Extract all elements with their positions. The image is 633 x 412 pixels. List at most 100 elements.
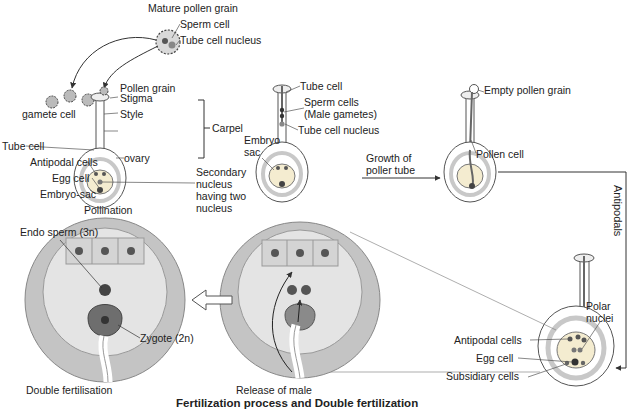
pollen-tube — [294, 325, 300, 378]
polar-nucleus — [572, 348, 577, 353]
part-label: Embryo-sac — [40, 188, 96, 200]
part-label: ovary — [124, 152, 150, 164]
polar-nucleus — [578, 348, 583, 353]
antipodal — [568, 337, 573, 342]
egg-apparatus — [285, 304, 315, 330]
empty-pollen-grain — [470, 85, 479, 94]
leader-line — [118, 325, 140, 338]
release-arrow — [298, 300, 300, 322]
tube-nucleus — [279, 121, 284, 126]
part-label: Stigma — [120, 92, 153, 104]
part-label: Antipodal cells — [454, 334, 522, 346]
ovule-wall — [548, 318, 604, 378]
cell-wall — [118, 238, 119, 264]
part-label: Style — [120, 108, 143, 120]
embryo-sac — [269, 164, 295, 188]
part-label: Antipodals — [612, 185, 624, 236]
leader-line — [530, 339, 568, 340]
antipodal-nucleus — [321, 249, 329, 257]
part-label: Tube cell — [2, 140, 44, 152]
ovule-wall — [263, 153, 301, 195]
style — [96, 98, 104, 152]
synergid — [581, 361, 585, 365]
pollen-tube — [281, 86, 283, 125]
pollen-grain — [100, 87, 108, 95]
part-label: Secondary nucleus having two nucleus — [196, 166, 266, 214]
antipodal — [284, 166, 288, 170]
antipodal-nucleus — [75, 247, 83, 255]
antipodal-nucleus — [127, 247, 135, 255]
antipodal — [276, 166, 280, 170]
cell-wall — [92, 238, 93, 264]
growth-arrow — [362, 178, 440, 179]
zygote — [88, 305, 122, 337]
pollen-tube-edge — [103, 336, 108, 382]
leader-line — [285, 124, 298, 130]
part-label: Sperm cells (Male gametes) — [304, 96, 384, 120]
part-label: Tube cell nucleus — [180, 34, 261, 46]
part-label: Pollination — [84, 204, 132, 216]
polar-nucleus — [287, 285, 297, 295]
pollen-grain — [46, 96, 58, 108]
part-label: Mature pollen grain — [148, 2, 238, 14]
ovule — [220, 222, 380, 378]
carpel-bracket — [198, 100, 210, 158]
part-label: Embryo sac — [244, 134, 284, 158]
part-label: Double fertilisation — [26, 384, 112, 396]
leader-line — [176, 40, 180, 45]
part-label: Egg cell — [476, 352, 513, 364]
part-label: Endo sperm (3n) — [20, 226, 98, 238]
antipodal-nucleus — [101, 247, 109, 255]
part-label: Antipodal cells — [30, 156, 98, 168]
endosperm-nucleus — [99, 284, 111, 296]
part-label: Carpel — [212, 122, 243, 134]
release-arrow — [272, 272, 292, 372]
polar-nucleus — [301, 285, 311, 295]
pollen-tube-edge — [294, 325, 300, 378]
embryo-sac — [457, 164, 483, 188]
sperm-cell-dot — [162, 38, 168, 44]
leader-line — [286, 86, 300, 92]
embryo-sac — [557, 332, 595, 368]
antipodal — [576, 335, 581, 340]
antipodal — [582, 338, 587, 343]
part-label: Tube cell — [300, 80, 342, 92]
leader-line — [60, 240, 102, 288]
leader-line — [528, 364, 566, 377]
antipodal-cells — [262, 240, 338, 266]
part-label: gamete cell — [22, 108, 76, 120]
pollen-tube — [103, 336, 108, 382]
tube-nucleus-dot — [169, 42, 176, 49]
part-label: Zygote (2n) — [140, 332, 194, 344]
leader-line — [102, 182, 195, 183]
leader-line — [116, 158, 124, 159]
antipodal-nucleus — [271, 249, 279, 257]
part-label: Egg cell — [52, 172, 89, 184]
ovary — [256, 142, 308, 202]
part-label: Pollen cell — [476, 148, 524, 160]
part-label: Polar nuclei — [586, 300, 626, 324]
zoom-line — [350, 232, 556, 330]
sperm-cell — [280, 108, 284, 112]
egg-cell — [279, 181, 285, 187]
leader-line — [104, 113, 118, 114]
part-label: Sperm cell — [180, 18, 230, 30]
cell-wall — [313, 240, 314, 266]
ovule — [25, 218, 185, 382]
leader-line — [172, 24, 180, 38]
part-label: Empty pollen grain — [484, 84, 571, 96]
pollen-tube — [470, 150, 473, 188]
cell-wall — [287, 240, 288, 266]
egg-cell — [572, 359, 579, 366]
secondary-nucleus — [98, 180, 103, 185]
leader-line — [262, 158, 274, 170]
transfer-arrow — [104, 46, 158, 88]
part-label: Subsidiary cells — [446, 370, 519, 382]
part-label: Tube cell nucleus — [298, 124, 379, 136]
zygote-nucleus — [101, 316, 109, 324]
mature-pollen-grain — [156, 30, 180, 54]
embryo-sac — [238, 230, 362, 354]
leader-line — [92, 178, 100, 189]
part-label: Release of male — [236, 384, 312, 396]
